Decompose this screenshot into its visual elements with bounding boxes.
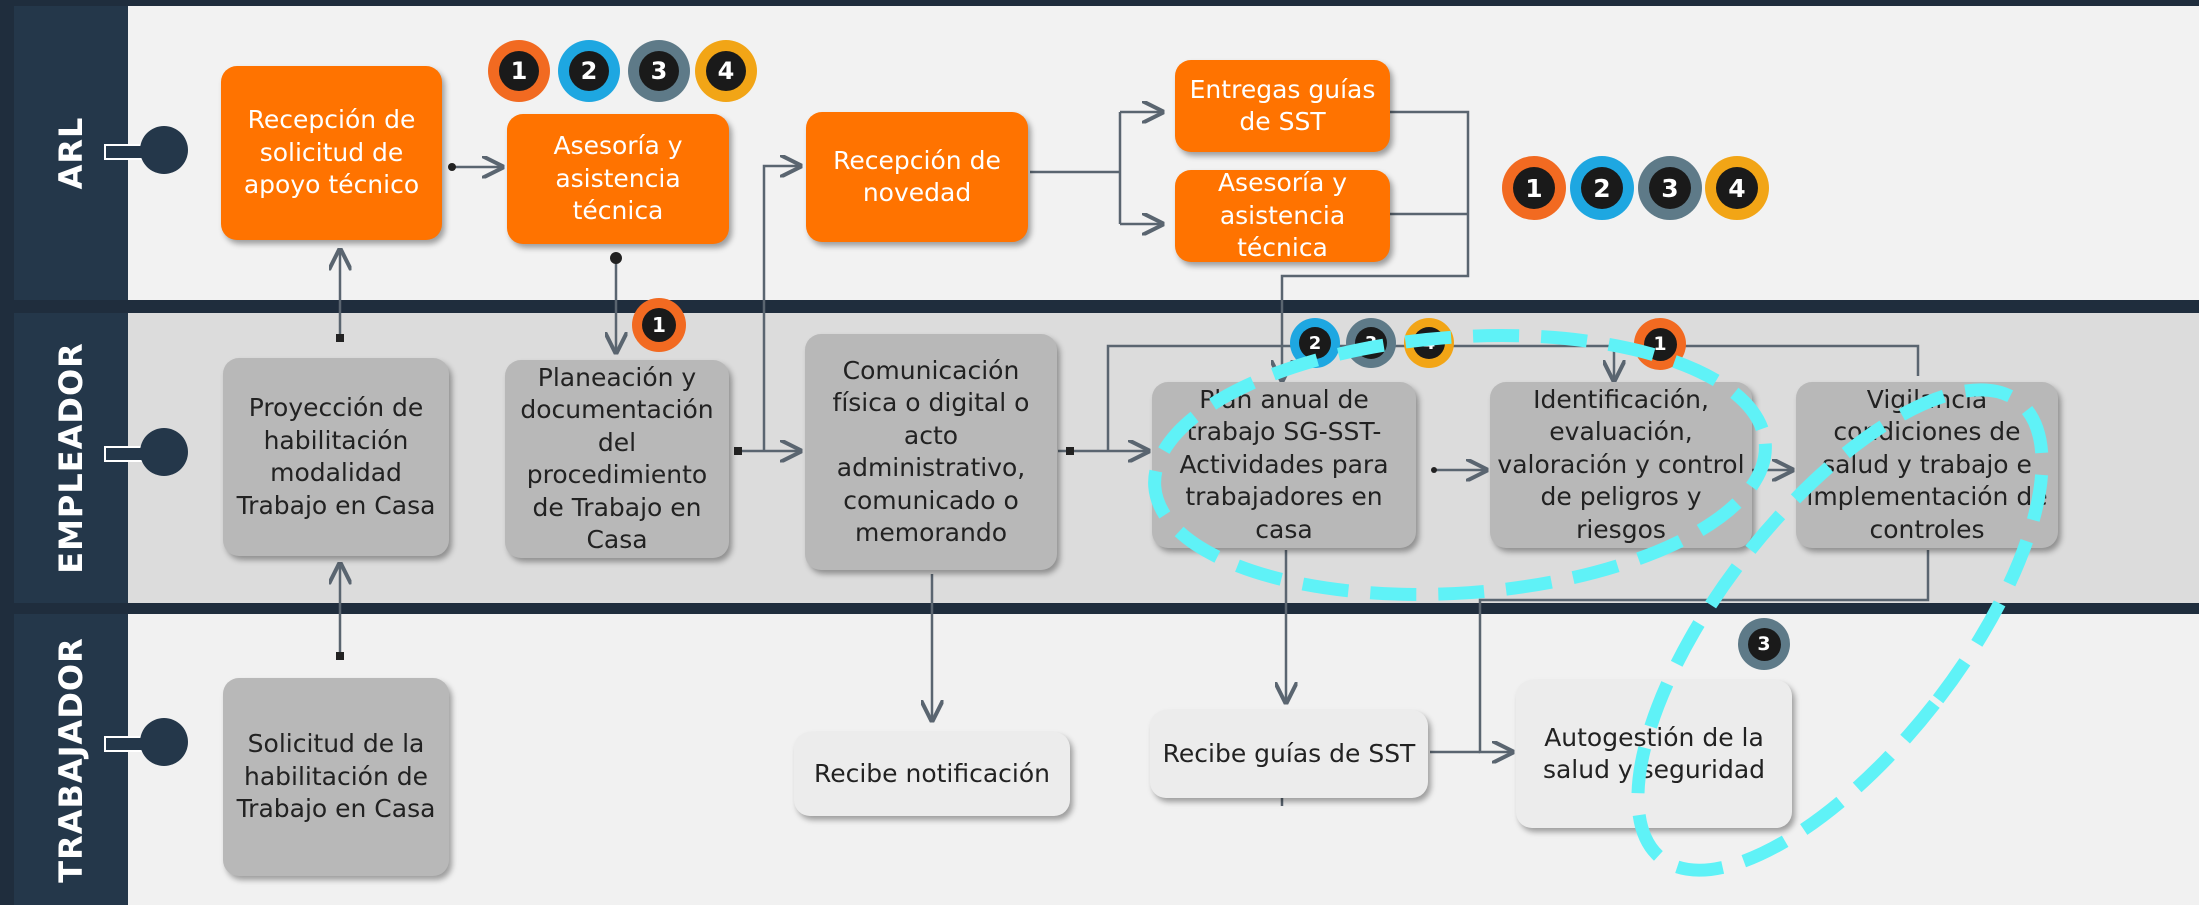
node-asesoria-tecnica-2[interactable]: Asesoría y asistencia técnica bbox=[1175, 168, 1390, 262]
lane-start-dot-arl bbox=[140, 126, 188, 174]
lane-start-dot-empleador bbox=[140, 428, 188, 476]
node-comunicacion[interactable]: Comunicación física o digital o acto adm… bbox=[805, 334, 1057, 570]
badge-2-icon: 2 bbox=[1570, 156, 1634, 220]
lane-arl: ARL bbox=[0, 6, 2199, 300]
connector-comunicacion-top bbox=[1106, 344, 1920, 451]
badge-2-icon: 2 bbox=[558, 40, 620, 102]
badge-1-icon: 1 bbox=[488, 40, 550, 102]
node-proyeccion[interactable]: Proyección de habilitación modalidad Tra… bbox=[223, 358, 449, 556]
connector-dot bbox=[610, 252, 622, 264]
node-recibe-notificacion[interactable]: Recibe notificación bbox=[794, 732, 1070, 816]
node-plan-anual[interactable]: Plan anual de trabajo SG-SST-Actividades… bbox=[1152, 382, 1416, 548]
node-recibe-guias[interactable]: Recibe guías de SST bbox=[1150, 710, 1428, 798]
connector-dot bbox=[336, 334, 344, 342]
badge-1-icon: 1 bbox=[632, 298, 686, 352]
lane-header-trabajador: TRABAJADOR bbox=[14, 614, 128, 905]
connector-dot bbox=[336, 652, 344, 660]
connector-dot bbox=[1066, 447, 1074, 455]
node-identificacion[interactable]: Identificación, evaluación, valoración y… bbox=[1490, 382, 1752, 548]
badge-2-icon: 2 bbox=[1290, 318, 1340, 368]
node-recepcion-solicitud[interactable]: Recepción de solicitud de apoyo técnico bbox=[221, 66, 442, 240]
node-asesoria-tecnica-1[interactable]: Asesoría y asistencia técnica bbox=[507, 114, 729, 244]
connector-dot bbox=[1431, 467, 1437, 473]
badge-3-icon: 3 bbox=[1738, 618, 1790, 670]
badge-4-icon: 4 bbox=[695, 40, 757, 102]
highlight-ellipse-risk-area bbox=[1148, 329, 1772, 601]
node-entregas-guias[interactable]: Entregas guías de SST bbox=[1175, 60, 1390, 152]
connector-entregas-plan bbox=[1282, 110, 1470, 380]
connector-dot bbox=[734, 447, 742, 455]
badge-4-icon: 4 bbox=[1705, 156, 1769, 220]
node-planeacion[interactable]: Planeación y documentación del procedimi… bbox=[505, 360, 729, 558]
badge-3-icon: 3 bbox=[628, 40, 690, 102]
highlight-ellipse-selfmanagement bbox=[1631, 383, 2049, 877]
node-recepcion-novedad[interactable]: Recepción de novedad bbox=[806, 112, 1028, 242]
connector-planeacion-novedad bbox=[762, 166, 800, 451]
badge-1-icon: 1 bbox=[1502, 156, 1566, 220]
node-solicitud-habilitacion[interactable]: Solicitud de la habilitación de Trabajo … bbox=[223, 678, 449, 876]
badge-3-icon: 3 bbox=[1638, 156, 1702, 220]
connector-dot bbox=[448, 163, 456, 171]
node-vigilancia[interactable]: Vigilancia condiciones de salud y trabaj… bbox=[1796, 382, 2058, 548]
connector-vigilancia-autogestion bbox=[1478, 550, 1930, 752]
lane-start-dot-trabajador bbox=[140, 718, 188, 766]
connector-novedad-split bbox=[1030, 112, 1122, 224]
